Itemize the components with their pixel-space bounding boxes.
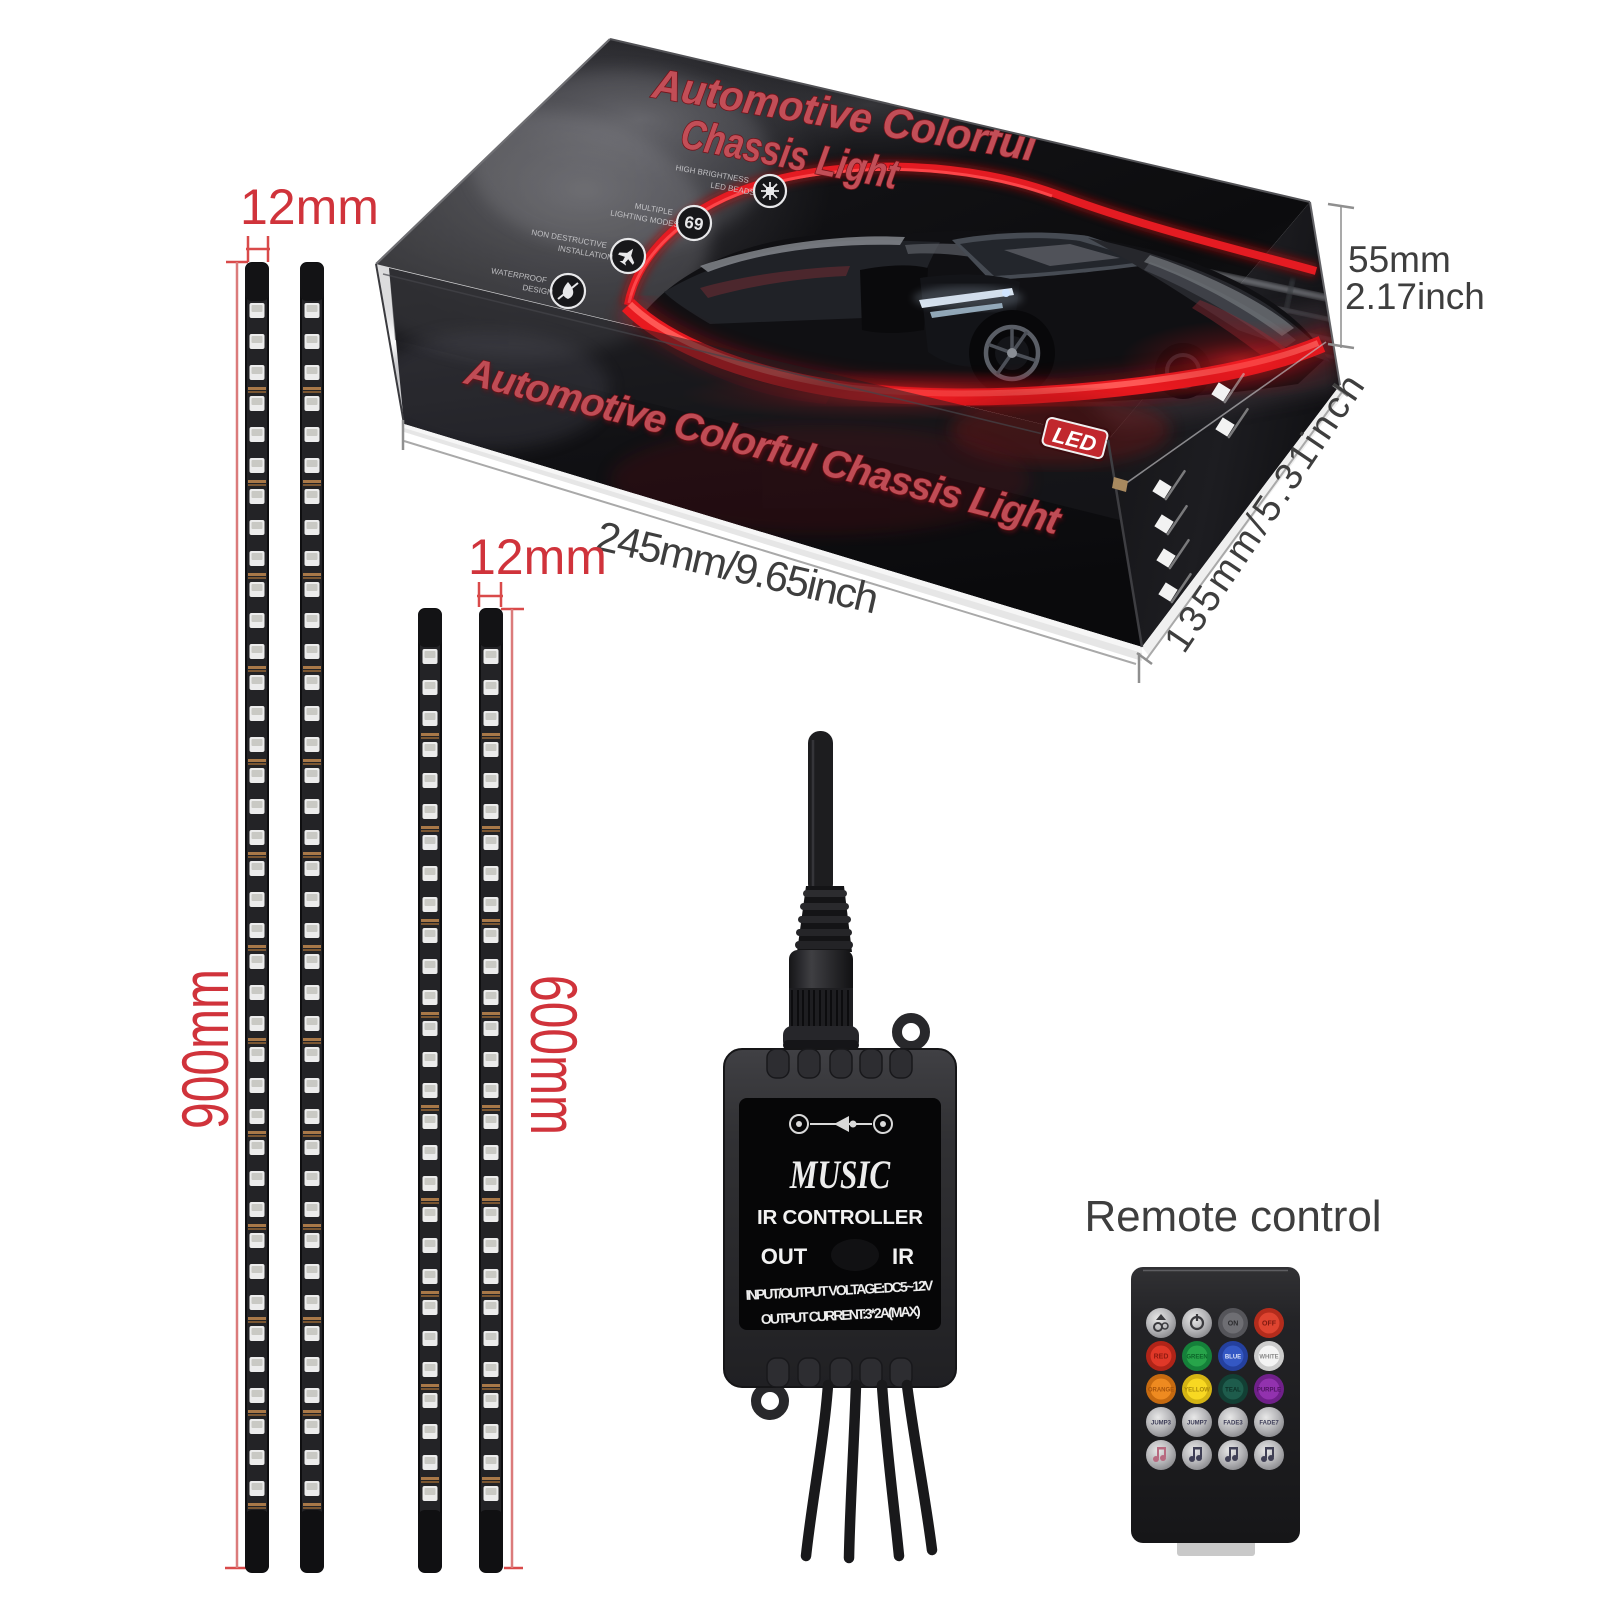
svg-text:JUMP7: JUMP7 xyxy=(1187,1421,1208,1427)
svg-text:TEAL: TEAL xyxy=(1225,1388,1241,1394)
svg-text:RED: RED xyxy=(1154,1354,1169,1361)
svg-text:900mm: 900mm xyxy=(170,969,243,1129)
svg-text:GREEN: GREEN xyxy=(1186,1355,1207,1361)
svg-text:BLUE: BLUE xyxy=(1225,1355,1241,1361)
svg-text:WHITE: WHITE xyxy=(1259,1355,1278,1361)
svg-text:YELLOW: YELLOW xyxy=(1184,1388,1210,1394)
svg-text:Remote control: Remote control xyxy=(1085,1192,1382,1241)
svg-text:OUT: OUT xyxy=(761,1244,808,1269)
svg-text:FADE7: FADE7 xyxy=(1259,1421,1279,1427)
svg-text:IR: IR xyxy=(892,1244,914,1269)
svg-text:2.17inch: 2.17inch xyxy=(1345,276,1485,317)
svg-text:FADE3: FADE3 xyxy=(1223,1421,1243,1427)
svg-text:12mm: 12mm xyxy=(240,179,379,235)
svg-text:69: 69 xyxy=(683,212,705,234)
svg-text:MUSIC: MUSIC xyxy=(789,1152,891,1197)
svg-text:IR CONTROLLER: IR CONTROLLER xyxy=(757,1206,923,1229)
svg-text:OFF: OFF xyxy=(1262,1321,1277,1328)
svg-text:JUMP3: JUMP3 xyxy=(1151,1421,1172,1427)
svg-text:PURPLE: PURPLE xyxy=(1257,1388,1281,1394)
svg-text:12mm: 12mm xyxy=(468,529,607,585)
svg-text:55mm: 55mm xyxy=(1348,239,1451,280)
svg-text:600mm: 600mm xyxy=(516,975,589,1135)
svg-text:ORANGE: ORANGE xyxy=(1148,1388,1174,1394)
svg-text:ON: ON xyxy=(1228,1321,1239,1328)
